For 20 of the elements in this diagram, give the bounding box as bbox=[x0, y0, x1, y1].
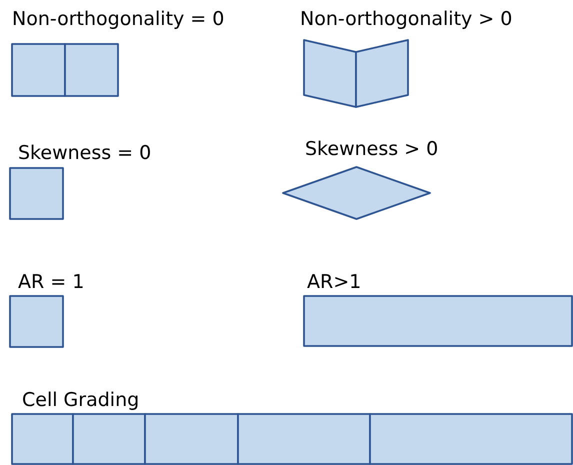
mesh-cell bbox=[370, 414, 572, 464]
heading-text: Cell Grading bbox=[22, 389, 140, 411]
mesh-cell bbox=[65, 44, 118, 96]
mesh-cell bbox=[145, 414, 238, 464]
mesh-cell bbox=[12, 414, 73, 464]
heading-text: AR>1 bbox=[307, 271, 362, 293]
mesh-cell bbox=[356, 40, 408, 107]
heading-text: AR = 1 bbox=[18, 271, 84, 293]
skewed-mesh-cell bbox=[283, 167, 430, 219]
heading-text: Non-orthogonality > 0 bbox=[300, 8, 512, 30]
heading-text: Skewness > 0 bbox=[305, 138, 438, 160]
heading-text: Skewness = 0 bbox=[18, 142, 152, 164]
mesh-cell bbox=[238, 414, 370, 464]
mesh-cell bbox=[73, 414, 145, 464]
mesh-cell bbox=[10, 296, 63, 347]
mesh-cell bbox=[12, 44, 65, 96]
mesh-cell bbox=[10, 168, 63, 219]
mesh-cell bbox=[304, 40, 356, 107]
mesh-cell bbox=[304, 296, 572, 346]
heading-text: Non-orthogonality = 0 bbox=[12, 8, 224, 30]
